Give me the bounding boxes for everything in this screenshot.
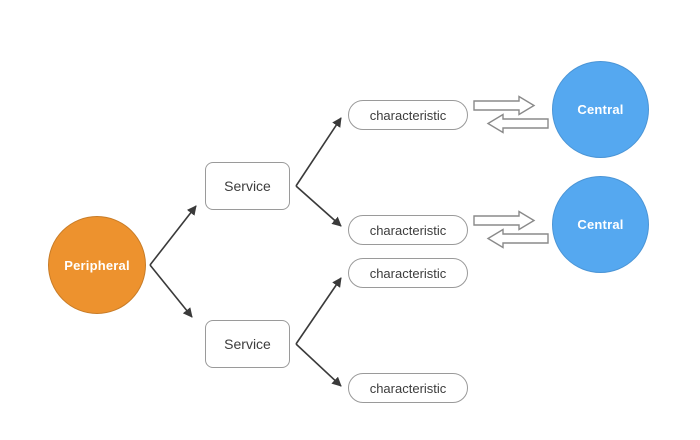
node-peripheral[interactable]: Peripheral: [48, 216, 146, 314]
node-central-1-label: Central: [577, 102, 624, 117]
node-peripheral-label: Peripheral: [64, 257, 130, 273]
node-characteristic-2-label: characteristic: [369, 222, 447, 238]
edge-service-bottom-to-characteristic-4: [295, 343, 342, 387]
node-service-top-label: Service: [224, 178, 271, 194]
node-characteristic-2[interactable]: characteristic: [348, 215, 468, 245]
node-service-top[interactable]: Service: [205, 162, 290, 210]
block-arrow-central-1-to-characteristic-1: [486, 113, 549, 134]
block-arrow-characteristic-2-to-central-2: [473, 210, 536, 231]
node-central-1[interactable]: Central: [552, 61, 649, 158]
edge-peripheral-to-service-top: [149, 205, 197, 266]
node-characteristic-1[interactable]: characteristic: [348, 100, 468, 130]
node-characteristic-4[interactable]: characteristic: [348, 373, 468, 403]
node-characteristic-1-label: characteristic: [369, 107, 447, 123]
node-service-bottom[interactable]: Service: [205, 320, 290, 368]
block-arrow-central-2-to-characteristic-2: [486, 228, 549, 249]
node-central-2-label: Central: [577, 217, 624, 232]
edge-peripheral-to-service-bottom: [149, 264, 193, 318]
node-characteristic-3-label: characteristic: [369, 265, 447, 281]
block-arrow-characteristic-1-to-central-1: [473, 95, 536, 116]
node-service-bottom-label: Service: [224, 336, 271, 352]
edge-service-bottom-to-characteristic-3: [295, 277, 342, 345]
edge-service-top-to-characteristic-1: [295, 117, 342, 187]
node-central-2[interactable]: Central: [552, 176, 649, 273]
edge-service-top-to-characteristic-2: [295, 185, 342, 227]
node-characteristic-4-label: characteristic: [369, 380, 447, 396]
node-characteristic-3[interactable]: characteristic: [348, 258, 468, 288]
